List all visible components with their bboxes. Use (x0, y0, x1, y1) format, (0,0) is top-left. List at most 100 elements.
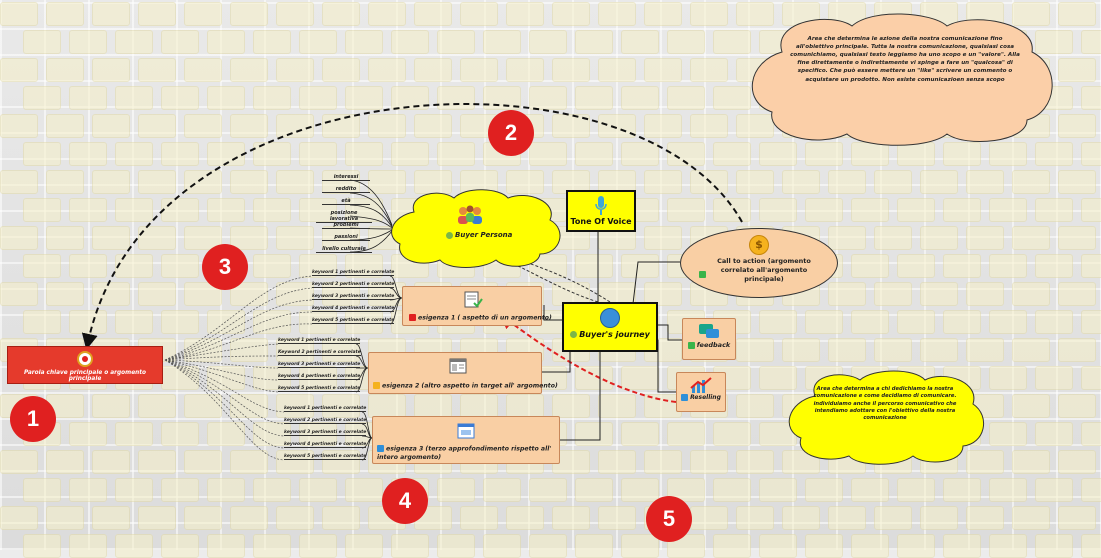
background-keycap (1058, 2, 1096, 26)
background-keycap (966, 506, 1004, 530)
keyword-item: keyword 5 pertinenti e correlate (312, 318, 395, 324)
background-keycap (230, 506, 268, 530)
background-keycap (138, 170, 176, 194)
need-2-node[interactable]: esigenza 2 (altro aspetto in target all'… (368, 352, 558, 394)
background-keycap (92, 282, 130, 306)
background-keycap (299, 366, 337, 390)
bottom-cloud-note: Area che determina a chi dedichiamo la n… (813, 386, 957, 422)
tag-icon (570, 331, 578, 338)
background-keycap (943, 478, 981, 502)
call-to-action-node[interactable]: $ Call to action (argomento correlato al… (680, 228, 838, 298)
background-keycap (1035, 30, 1073, 54)
background-keycap (46, 2, 84, 26)
background-keycap (46, 58, 84, 82)
background-keycap (115, 86, 153, 110)
background-keycap (1058, 338, 1096, 362)
background-keycap (828, 506, 866, 530)
background-keycap (1081, 478, 1101, 502)
background-keycap (115, 478, 153, 502)
background-keycap (322, 2, 360, 26)
background-keycap (0, 58, 38, 82)
background-keycap (460, 58, 498, 82)
background-keycap (23, 310, 61, 334)
background-keycap (391, 142, 429, 166)
background-keycap (184, 114, 222, 138)
buyers-journey-node[interactable]: Buyer's journey (562, 302, 658, 352)
background-keycap (230, 450, 268, 474)
background-keycap (1012, 170, 1050, 194)
background-keycap (989, 422, 1027, 446)
background-keycap (759, 142, 797, 166)
background-keycap (230, 338, 268, 362)
background-keycap (552, 394, 590, 418)
background-keycap (644, 58, 682, 82)
background-keycap (805, 478, 843, 502)
background-keycap (230, 170, 268, 194)
background-keycap (851, 478, 889, 502)
background-keycap (115, 198, 153, 222)
background-keycap (782, 338, 820, 362)
background-keycap (828, 338, 866, 362)
background-keycap (989, 366, 1027, 390)
background-keycap (69, 254, 107, 278)
background-keycap (46, 506, 84, 530)
background-keycap (897, 254, 935, 278)
background-keycap (161, 30, 199, 54)
background-keycap (184, 2, 222, 26)
background-keycap (897, 478, 935, 502)
reselling-node[interactable]: Reselling (676, 372, 726, 412)
main-keyword-node[interactable]: Parola chiave principale o argomento pri… (7, 346, 163, 384)
background-keycap (184, 58, 222, 82)
background-keycap (414, 114, 452, 138)
background-keycap (253, 478, 291, 502)
buyers-journey-label: Buyer's journey (579, 330, 650, 339)
feedback-node[interactable]: feedback (682, 318, 736, 360)
background-keycap (966, 170, 1004, 194)
background-keycap (1012, 282, 1050, 306)
background-keycap (276, 506, 314, 530)
background-keycap (46, 170, 84, 194)
background-keycap (667, 478, 705, 502)
background-keycap (23, 198, 61, 222)
background-keycap (1058, 506, 1096, 530)
background-keycap (759, 478, 797, 502)
background-keycap (851, 254, 889, 278)
background-keycap (690, 506, 728, 530)
background-keycap (23, 30, 61, 54)
need-3-node[interactable]: esigenza 3 (terzo approfondimento rispet… (372, 416, 560, 464)
background-keycap (943, 198, 981, 222)
background-keycap (529, 478, 567, 502)
tag-icon (446, 231, 453, 239)
background-keycap (943, 142, 981, 166)
persona-attribute: passioni (322, 234, 370, 241)
background-keycap (506, 506, 544, 530)
background-keycap (138, 2, 176, 26)
background-keycap (322, 226, 360, 250)
background-keycap (414, 2, 452, 26)
background-keycap (115, 422, 153, 446)
background-keycap (414, 58, 452, 82)
background-keycap (667, 86, 705, 110)
persona-attribute: età (322, 198, 370, 205)
background-keycap (782, 170, 820, 194)
keyword-item: keyword 5 pertinenti e correlate (284, 454, 367, 460)
keyword-item: keyword 4 pertinenti e correlate (278, 374, 361, 380)
background-keycap (161, 86, 199, 110)
background-keycap (575, 142, 613, 166)
buyer-persona-node[interactable]: Buyer Persona (446, 231, 512, 239)
background-keycap (253, 198, 291, 222)
background-keycap (989, 254, 1027, 278)
background-keycap (345, 142, 383, 166)
need-1-node[interactable]: esigenza 1 ( aspetto di un argomento) (402, 286, 552, 326)
tone-of-voice-node[interactable]: Tone Of Voice (566, 190, 636, 232)
background-keycap (828, 226, 866, 250)
persona-attribute: livello culturale (316, 246, 372, 253)
background-keycap (1081, 86, 1101, 110)
background-keycap (253, 30, 291, 54)
people-icon (455, 204, 485, 230)
background-keycap (1058, 114, 1096, 138)
background-keycap (322, 506, 360, 530)
background-keycap (345, 478, 383, 502)
background-keycap (276, 170, 314, 194)
keyword-item: keyword 4 pertinenti e correlate (312, 306, 395, 312)
